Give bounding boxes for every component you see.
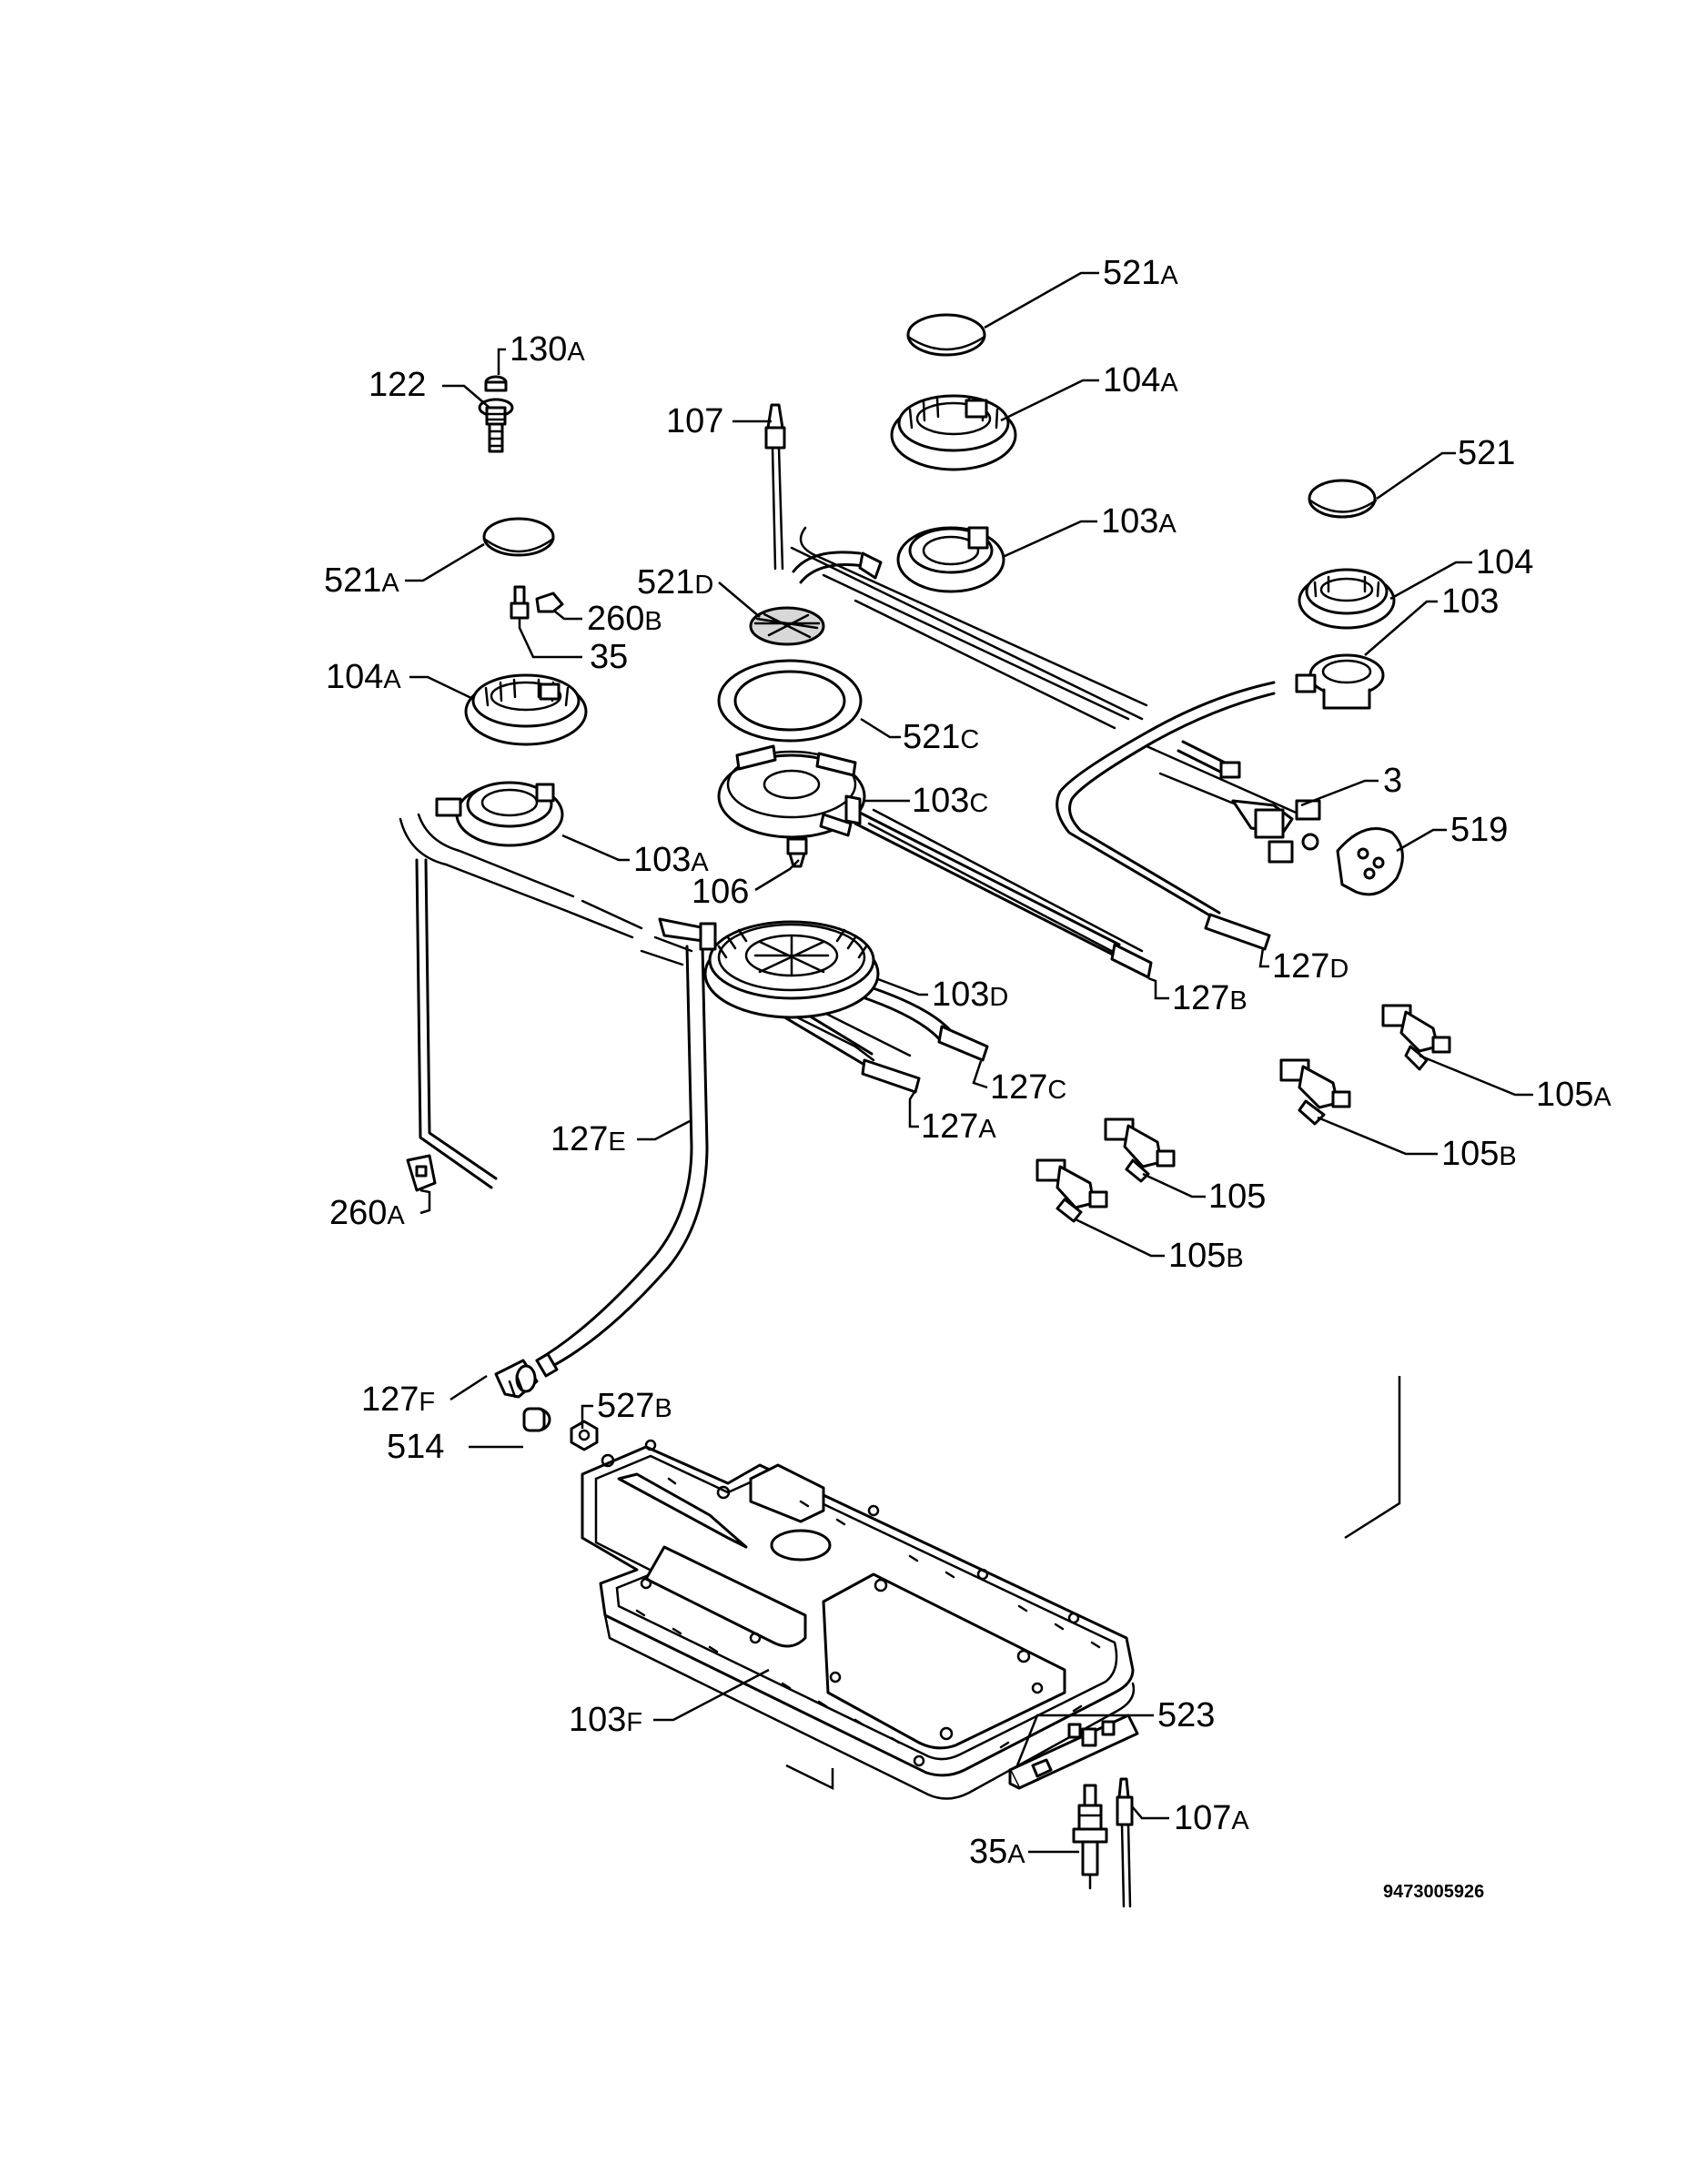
burner-base-103c	[717, 744, 866, 839]
label-260b: 260B	[587, 600, 662, 638]
clip-260b	[535, 592, 564, 613]
label-127b: 127B	[1172, 979, 1247, 1017]
gasket-521d	[749, 606, 825, 646]
burner-base-103a-left	[435, 781, 564, 847]
burner-base-103a-top	[896, 526, 1005, 593]
pipe-103a-top	[792, 551, 883, 584]
plate-519	[1336, 827, 1404, 896]
burner-base-103d	[703, 920, 880, 1019]
label-107: 107	[666, 402, 723, 440]
part-labels: 521A 130A 122 104A 107 521 103A 521A 521…	[324, 254, 1611, 1871]
label-127a: 127A	[921, 1107, 996, 1146]
label-103f: 103F	[569, 1701, 642, 1739]
spark-plug-35	[510, 585, 530, 630]
label-521: 521	[1458, 434, 1515, 472]
label-105: 105	[1208, 1178, 1266, 1216]
label-527b: 527B	[597, 1387, 672, 1425]
label-519: 519	[1450, 811, 1508, 849]
thermocouple-107	[764, 403, 786, 571]
burner-base-103	[1295, 653, 1385, 710]
label-35: 35	[590, 638, 628, 676]
injector-122	[478, 398, 514, 453]
bracket-523	[1008, 1714, 1139, 1790]
part-130a	[484, 375, 508, 392]
label-107a: 107A	[1174, 1799, 1249, 1837]
label-523: 523	[1157, 1696, 1215, 1734]
leader-lines	[405, 271, 1533, 1854]
label-105b: 105B	[1168, 1237, 1244, 1275]
label-130a: 130A	[510, 330, 585, 369]
label-521c: 521C	[903, 718, 979, 756]
label-127f: 127F	[361, 1380, 435, 1419]
burner-crown-104	[1298, 568, 1396, 630]
label-105a: 105A	[1536, 1076, 1611, 1114]
pipe-127b	[854, 811, 1153, 979]
clip-260a	[406, 1154, 437, 1192]
label-103a-top: 103A	[1101, 502, 1177, 541]
label-104: 104	[1476, 543, 1533, 581]
label-103: 103	[1441, 582, 1499, 621]
label-104a-left: 104A	[326, 658, 401, 696]
pipe-to-burner-103	[1056, 681, 1276, 925]
base-tray-103f	[581, 1439, 1136, 1800]
pipe-127d	[1204, 913, 1271, 951]
tap-105	[1104, 1117, 1176, 1183]
diagram-code: 9473005926	[1383, 1882, 1484, 1902]
nut-527b	[570, 1420, 599, 1451]
label-103c: 103C	[912, 782, 988, 820]
label-103a-left: 103A	[633, 841, 709, 879]
burner-cap-521a-left	[482, 517, 555, 557]
label-521a-left: 521A	[324, 561, 399, 600]
label-127c: 127C	[990, 1068, 1066, 1107]
label-122: 122	[369, 366, 426, 404]
valve-3	[1177, 740, 1321, 864]
thermocouple-107a	[1116, 1777, 1134, 1908]
label-260a: 260A	[329, 1194, 405, 1232]
pipe-127e	[535, 945, 709, 1378]
gasket-ring-521c	[717, 659, 863, 743]
burner-crown-104a-left	[464, 673, 588, 746]
label-106: 106	[692, 873, 749, 911]
label-514: 514	[387, 1428, 444, 1466]
burner-cap-521	[1308, 479, 1378, 519]
label-521d: 521D	[637, 563, 713, 602]
label-127e: 127E	[551, 1120, 626, 1158]
tap-105b	[1035, 1158, 1108, 1223]
label-105b-right: 105B	[1441, 1135, 1517, 1173]
label-35a: 35A	[969, 1833, 1025, 1871]
injector-holder-103d	[658, 917, 717, 951]
label-103d: 103D	[932, 976, 1008, 1014]
elbow-127f	[494, 1359, 539, 1399]
tap-105a	[1381, 1004, 1451, 1071]
label-3: 3	[1383, 762, 1402, 800]
fitting-514	[522, 1407, 551, 1432]
label-521a-top: 521A	[1103, 254, 1178, 292]
pipe-260a	[415, 858, 498, 1189]
spark-plug-35a	[1072, 1784, 1108, 1890]
burner-crown-104a-top	[890, 394, 1017, 471]
frame-corner-marks	[785, 1376, 1401, 1791]
tap-105b-right	[1279, 1058, 1351, 1126]
burner-cap-521a-top	[906, 313, 986, 357]
label-127d: 127D	[1272, 947, 1349, 986]
label-104a-top: 104A	[1103, 361, 1178, 399]
nozzle-106	[786, 837, 808, 868]
